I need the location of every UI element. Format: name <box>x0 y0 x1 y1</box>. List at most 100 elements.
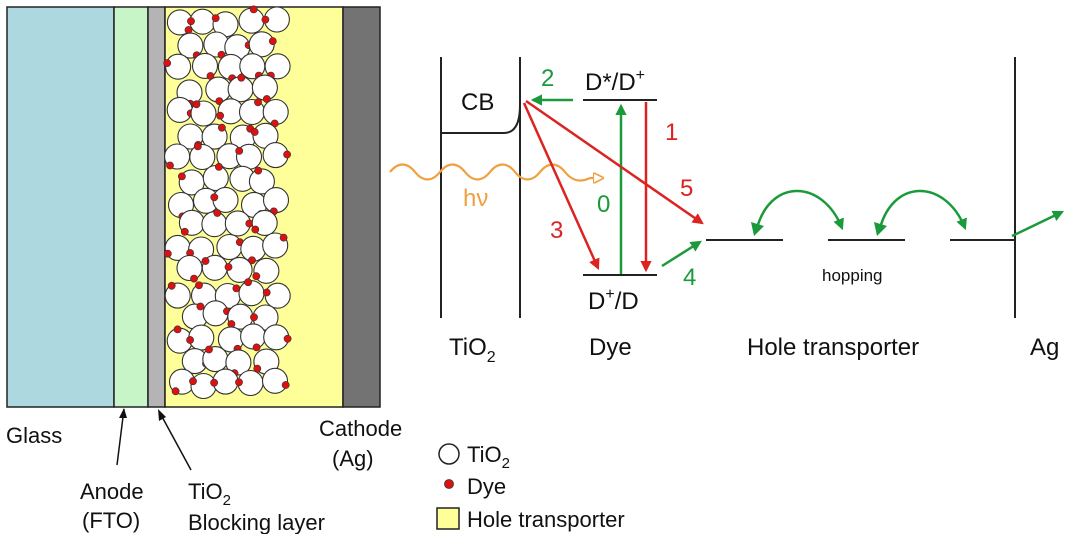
dye-dot <box>252 343 261 352</box>
dye-dot <box>205 345 213 354</box>
tio2-particle <box>191 52 219 79</box>
legend-hole-label: Hole transporter <box>467 507 625 532</box>
tio2-particle <box>189 143 216 171</box>
dye-dot <box>261 15 270 24</box>
dye-dot <box>195 281 203 290</box>
ag-axis-label: Ag <box>1030 334 1059 361</box>
cb-label: CB <box>461 89 494 116</box>
tio2-particle <box>240 323 267 350</box>
energy-diagram: CB D*/D+ D+/D hopping hν 0 1 2 3 5 <box>389 57 1065 366</box>
dye-dot <box>254 98 262 107</box>
tio2-particle <box>225 349 252 376</box>
step-4-label: 4 <box>683 264 696 291</box>
excited-state-label: D*/D+ <box>585 67 645 96</box>
dye-dot <box>250 313 258 322</box>
dye-dot <box>283 334 292 343</box>
dye-dot <box>210 378 218 387</box>
dye-dot <box>216 111 224 120</box>
dye-dot <box>237 73 246 82</box>
tio2-particle <box>216 233 243 261</box>
dot-icon <box>444 479 454 489</box>
dye-dot <box>177 172 186 181</box>
cathode-layer <box>342 6 381 408</box>
step-1-label: 1 <box>665 119 678 146</box>
cathode-sub-label: (Ag) <box>332 446 374 471</box>
hopping-arrow-2-head <box>874 222 887 236</box>
anode-label: Anode <box>80 479 144 504</box>
square-icon <box>436 507 460 530</box>
dye-dot <box>251 225 260 234</box>
tio2-particle <box>166 96 193 123</box>
dye-dot <box>192 100 201 109</box>
ground-state-label: D+/D <box>588 286 639 315</box>
dye-dot <box>166 161 174 170</box>
dye-dot <box>173 325 182 334</box>
tio2-particle <box>253 257 280 284</box>
conduction-band-edge <box>441 104 521 134</box>
dye-axis-label: Dye <box>589 334 632 361</box>
dye-dot <box>167 281 176 290</box>
dye-dot <box>283 150 291 159</box>
anode-layer <box>113 6 149 408</box>
photon-wave <box>389 163 602 181</box>
dye-dot <box>190 274 198 283</box>
anode-pointer <box>116 408 125 466</box>
step-5-label: 5 <box>680 175 693 202</box>
dye-dot <box>250 128 259 136</box>
dye-dot <box>214 162 223 171</box>
hopping-arrow-1 <box>754 189 844 233</box>
tio2-particle <box>165 53 192 80</box>
tio2-particle <box>261 367 289 394</box>
dye-dot <box>244 278 252 287</box>
blocking-pointer-head <box>158 409 166 421</box>
dye-dot <box>180 227 189 236</box>
cell-cross-section <box>6 5 381 408</box>
dye-dot <box>217 123 226 132</box>
dye-dot <box>252 272 261 281</box>
dye-dot <box>235 378 243 387</box>
dye-dot <box>193 142 202 151</box>
anode-pointer-head <box>119 408 127 418</box>
dye-dot <box>211 14 220 22</box>
tio2-particle <box>264 282 291 309</box>
tio2-particles <box>163 5 292 400</box>
dye-dot <box>268 37 277 45</box>
hopping-label: hopping <box>822 266 883 285</box>
tio2-axis-label: TiO2 <box>449 334 496 366</box>
dye-dot <box>163 249 172 258</box>
glass-layer <box>6 6 115 408</box>
dye-dot <box>187 17 195 26</box>
step-2-label: 2 <box>541 65 554 92</box>
tio2-particle <box>238 280 265 307</box>
dye-dot <box>210 193 219 202</box>
legend-tio2-label: TiO2 <box>467 442 510 472</box>
dye-dot <box>201 257 210 265</box>
glass-label: Glass <box>6 423 62 448</box>
dye-dot <box>235 146 244 155</box>
dye-dot <box>213 209 222 217</box>
tio2-particle <box>176 254 203 282</box>
hopping-arrow-1-head <box>751 222 764 236</box>
arrow-step-4 <box>661 240 702 268</box>
step-3-label: 3 <box>550 217 563 244</box>
cathode-label: Cathode <box>319 416 402 441</box>
blocking-label-tio2: TiO2 <box>188 479 231 509</box>
arrow-to-ag <box>1011 210 1065 238</box>
dye-dot <box>171 387 180 396</box>
dye-dot <box>279 233 288 242</box>
dye-dot <box>163 59 172 67</box>
arrow-step-5 <box>525 99 704 225</box>
circle-icon <box>438 443 460 465</box>
blocking-pointer <box>159 412 192 471</box>
anode-sub-label: (FTO) <box>82 508 140 533</box>
legend-dye-label: Dye <box>467 474 506 499</box>
dye-dot <box>224 263 233 271</box>
hopping-arrow-2 <box>877 189 967 233</box>
hole-transporter-axis-label: Hole transporter <box>747 334 919 361</box>
blocking-layer <box>147 6 166 408</box>
dye-dot <box>196 302 205 311</box>
tio2-particle <box>248 31 275 58</box>
dye-dot <box>254 166 263 175</box>
legend: TiO2 Dye Hole transporter <box>436 442 625 532</box>
